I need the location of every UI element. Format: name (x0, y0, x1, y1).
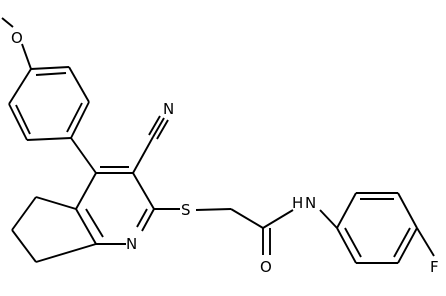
bond-ring1-f (8, 68, 32, 105)
cyclopentane-ring (11, 196, 97, 263)
atom-label-pyridine-n: N (126, 235, 137, 253)
bond-ring3-cf (416, 227, 435, 257)
atom-labels: O N S N N H O F (11, 29, 439, 276)
bond-c7a-c4a-inner (85, 208, 104, 238)
bond-ring3-d (397, 227, 418, 264)
bond-o-ring (21, 43, 32, 70)
bond-ring3-f-inner (344, 227, 362, 258)
bond-ring3-f (336, 227, 357, 264)
bond-c2-n (141, 208, 155, 232)
atom-label-amide-h: H (292, 194, 303, 212)
bond-ring1-d (26, 137, 72, 141)
bond-ring3-d-inner (393, 227, 411, 258)
bond-c6-c7 (11, 229, 37, 263)
bond-c2-n-inner (136, 208, 148, 228)
bond-ring1-a (30, 66, 70, 70)
bond-ring1-e (8, 103, 28, 141)
bond-ring1-a-inner (35, 72, 67, 76)
bond-carbonyl-nh (262, 209, 294, 229)
bond-c3-cn (132, 136, 154, 174)
bond-ring1-c (70, 101, 90, 139)
methoxyphenyl-ring (8, 66, 90, 141)
atom-label-fluorine: F (430, 258, 439, 276)
acetamide-group (230, 208, 338, 255)
bond-ring3-a (336, 192, 357, 229)
bond-ring1-c-inner (66, 102, 83, 133)
bond-nh-aryl (319, 209, 338, 229)
fluorophenyl-ring (336, 192, 435, 264)
atom-label-thio-s: S (181, 201, 191, 219)
bond-c4a-c4 (75, 172, 97, 210)
bond-ring1-b (68, 66, 90, 103)
bond-methyl-o (1, 17, 14, 28)
bond-c4a-c5 (35, 196, 77, 210)
bond-ch2-carbonyl (230, 208, 264, 229)
bond-c7-c7a (35, 243, 97, 263)
atom-label-carbonyl-o: O (260, 258, 272, 276)
bond-cn-triple-2 (148, 115, 161, 136)
nitrile-group (132, 115, 169, 174)
bond-cn-triple-1 (152, 117, 165, 138)
atom-label-amide-n: N (305, 194, 316, 212)
bond-c3-c2 (132, 172, 155, 210)
bond-aryl-c4 (70, 137, 97, 174)
methoxy-group (1, 17, 32, 70)
atom-label-methoxy-o: O (11, 29, 23, 47)
atom-label-nitrile-n: N (163, 100, 174, 118)
pyridine-ring (75, 166, 155, 245)
bond-ring1-e-inner (15, 104, 31, 135)
bond-c7a-c4a (75, 208, 97, 245)
bond-cn-triple-3 (156, 119, 169, 140)
bond-c5-c6 (11, 196, 37, 231)
thioether-linker (154, 208, 232, 211)
bond-s-ch2 (195, 208, 232, 211)
bond-ring3-c (397, 192, 418, 229)
